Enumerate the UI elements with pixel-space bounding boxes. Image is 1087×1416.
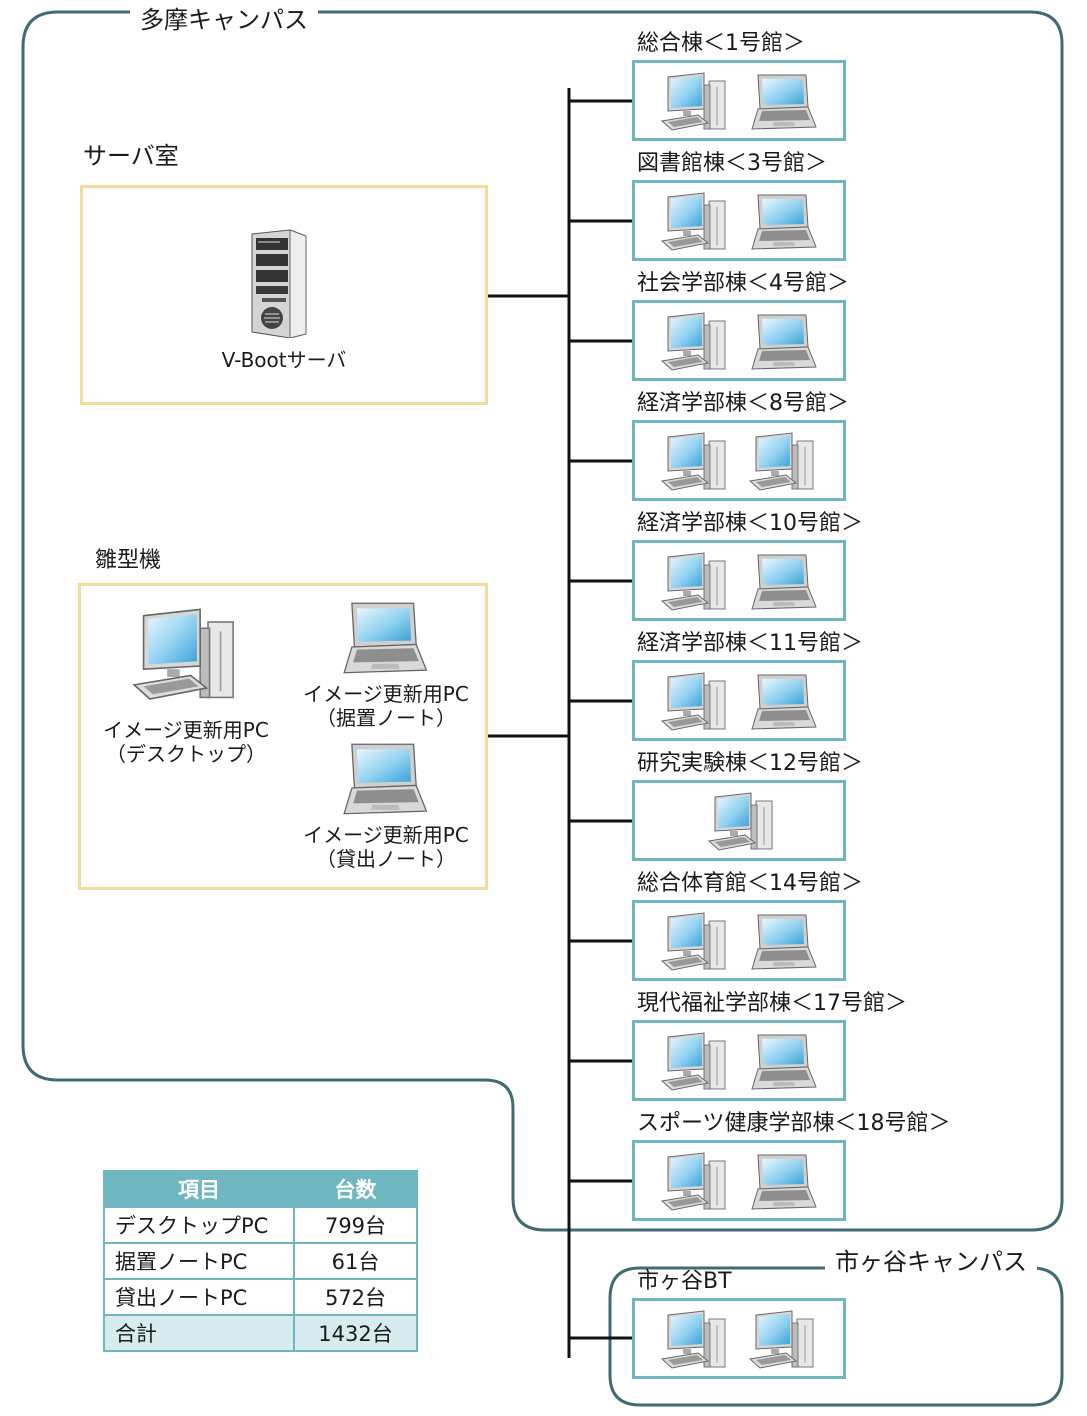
loan-laptop-icon (339, 739, 429, 819)
laptop-icon (748, 311, 818, 373)
building-box (632, 780, 846, 861)
desktop-pc-icon (707, 791, 777, 853)
laptop-icon (748, 551, 818, 613)
building-label: 総合体育館＜14号館＞ (637, 871, 863, 896)
server-label: V-Bootサーバ (221, 348, 347, 372)
building-box (632, 1020, 846, 1101)
table-cell-item: デスクトップPC (103, 1206, 295, 1244)
desktop-pc-icon (660, 671, 730, 733)
desktop-pc-icon (660, 431, 730, 493)
building-label: 経済学部棟＜10号館＞ (637, 511, 863, 536)
building-label: 社会学部棟＜4号館＞ (637, 271, 849, 296)
desktop-pc-icon (660, 71, 730, 133)
laptop-icon (748, 671, 818, 733)
desktop-pc-icon (660, 911, 730, 973)
building-box (632, 180, 846, 261)
table-row: 貸出ノートPC 572台 (103, 1278, 418, 1316)
building-label: 研究実験棟＜12号館＞ (637, 751, 863, 776)
fixed-note-label: イメージ更新用PC （据置ノート） (291, 682, 481, 730)
server-room-panel: V-Bootサーバ (80, 185, 488, 405)
desktop-pc-icon (660, 551, 730, 613)
table-total-item: 合計 (103, 1314, 295, 1352)
fixed-note-label-line2: （据置ノート） (316, 706, 456, 730)
building-box (632, 420, 846, 501)
building-box (632, 1140, 846, 1221)
desktop-label-line1: イメージ更新用PC (103, 718, 269, 742)
table-header-item: 項目 (103, 1170, 295, 1208)
building-label: スポーツ健康学部棟＜18号館＞ (637, 1111, 951, 1136)
laptop-icon (748, 911, 818, 973)
fixed-laptop-icon (339, 598, 429, 678)
building-label: 総合棟＜1号館＞ (637, 31, 805, 56)
laptop-icon (748, 1031, 818, 1093)
desktop-pc-icon (660, 1151, 730, 1213)
table-row: デスクトップPC 799台 (103, 1206, 418, 1244)
building-label: 経済学部棟＜11号館＞ (637, 631, 863, 656)
desktop-pc-icon (748, 1309, 818, 1371)
table-cell-count: 799台 (293, 1206, 418, 1244)
building-box (632, 900, 846, 981)
building-box (632, 540, 846, 621)
table-header-count: 台数 (293, 1170, 418, 1208)
desktop-pc-icon (660, 311, 730, 373)
device-count-table: 項目 台数 デスクトップPC 799台 据置ノートPC 61台 貸出ノートPC … (103, 1170, 418, 1352)
table-total-row: 合計 1432台 (103, 1314, 418, 1352)
desktop-pc-icon (748, 431, 818, 493)
building-label: 経済学部棟＜8号館＞ (637, 391, 849, 416)
table-header-row: 項目 台数 (103, 1170, 418, 1208)
desktop-pc-icon (660, 191, 730, 253)
prototype-title: 雛型機 (95, 548, 162, 573)
building-box (632, 1298, 846, 1379)
prototype-panel: イメージ更新用PC （デスクトップ） イメージ更新用PC （据置ノート） イメー… (78, 583, 488, 890)
table-total-count: 1432台 (293, 1314, 418, 1352)
desktop-label-line2: （デスクトップ） (106, 742, 266, 766)
loan-note-label-line2: （貸出ノート） (316, 847, 456, 871)
laptop-icon (748, 191, 818, 253)
building-label: 市ヶ谷BT (637, 1269, 732, 1294)
table-cell-item: 貸出ノートPC (103, 1278, 295, 1316)
desktop-pc-icon (660, 1309, 730, 1371)
laptop-icon (748, 71, 818, 133)
building-box (632, 660, 846, 741)
desktop-label: イメージ更新用PC （デスクトップ） (91, 718, 281, 766)
laptop-icon (748, 1151, 818, 1213)
building-box (632, 60, 846, 141)
building-label: 現代福祉学部棟＜17号館＞ (637, 991, 907, 1016)
ichigaya-campus-title: 市ヶ谷キャンパス (825, 1250, 1037, 1274)
loan-note-label: イメージ更新用PC （貸出ノート） (291, 823, 481, 871)
building-box (632, 300, 846, 381)
table-row: 据置ノートPC 61台 (103, 1242, 418, 1280)
server-icon (248, 228, 308, 338)
desktop-pc-icon (660, 1031, 730, 1093)
loan-note-label-line1: イメージ更新用PC (303, 823, 469, 847)
tama-campus-title: 多摩キャンパス (130, 8, 318, 32)
tama-campus-outline (21, 10, 1064, 1232)
table-cell-item: 据置ノートPC (103, 1242, 295, 1280)
ichigaya-campus-outline (608, 1266, 1064, 1407)
fixed-note-label-line1: イメージ更新用PC (303, 682, 469, 706)
building-label: 図書館棟＜3号館＞ (637, 151, 827, 176)
table-cell-count: 61台 (293, 1242, 418, 1280)
desktop-pc-icon (131, 606, 241, 704)
server-room-title: サーバ室 (83, 142, 179, 170)
table-cell-count: 572台 (293, 1278, 418, 1316)
